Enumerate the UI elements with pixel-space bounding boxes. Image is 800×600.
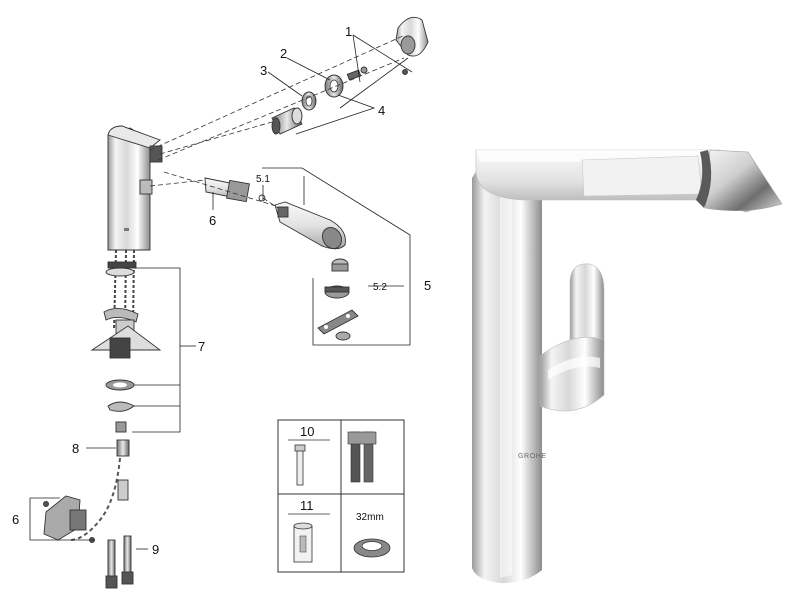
part-6-hose-connector [204, 177, 266, 203]
part-5-spray-head [274, 201, 346, 250]
part-8-adapter [116, 439, 130, 457]
faucet-photo: GROHE [472, 149, 783, 584]
callout-4: 4 [378, 103, 385, 118]
tool-11-sleeve [293, 522, 313, 563]
assembly-lines [29, 34, 413, 550]
part-2-ring [324, 74, 344, 98]
callout-7: 7 [198, 339, 205, 354]
cartridge [271, 107, 303, 135]
brand-logo-text: GROHE [518, 453, 547, 460]
callout-6-top: 6 [209, 213, 216, 228]
table-label-10: 10 [300, 424, 314, 439]
callout-3: 3 [260, 63, 267, 78]
callout-5-1: 5.1 [256, 174, 270, 185]
faucet-body-drawing [107, 125, 163, 331]
callout-6-left: 6 [12, 512, 19, 527]
callout-8: 8 [72, 441, 79, 456]
callout-1: 1 [345, 24, 352, 39]
callout-labels: 1 2 3 4 5 5.1 5.2 6 6 7 8 9 [12, 24, 431, 557]
callout-5: 5 [424, 278, 431, 293]
hose-pair-image [347, 431, 377, 483]
callout-9: 9 [152, 542, 159, 557]
part-3-ring [301, 91, 317, 111]
part-5-2-aerator [317, 258, 359, 341]
accessory-table: 10 11 32mm [277, 419, 405, 573]
part-1-lever [395, 16, 429, 75]
callout-2: 2 [280, 46, 287, 61]
size-label: 32mm [356, 512, 384, 523]
tool-10-wrench [294, 444, 306, 486]
table-label-11: 11 [300, 498, 314, 513]
part-6-hose-holder [43, 457, 129, 543]
part-9-supply-hoses [105, 535, 134, 589]
callout-5-2: 5.2 [373, 282, 387, 293]
part-7-mounting-set [90, 267, 162, 433]
reducer-ring [353, 538, 391, 558]
part-1-screws [346, 66, 368, 81]
